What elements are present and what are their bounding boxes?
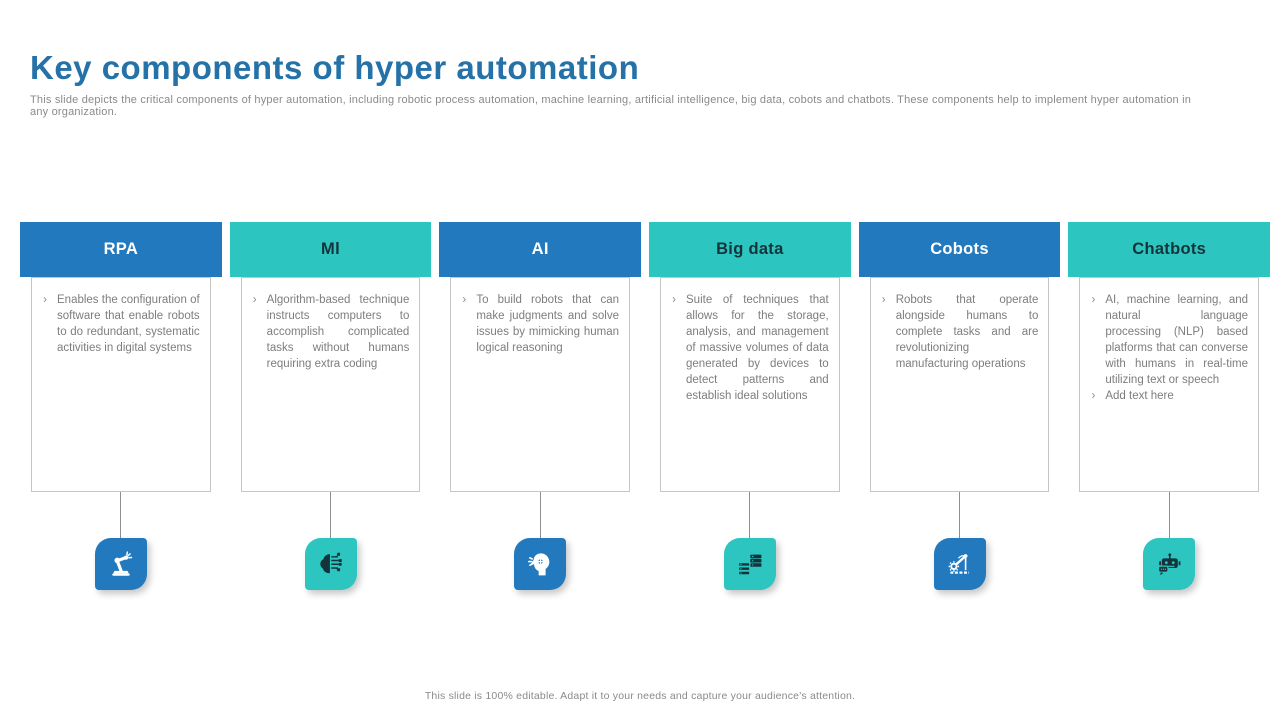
column-chatbots: Chatbots › AI, machine learning, and nat… xyxy=(1068,222,1271,590)
chevron-bullet-icon: › xyxy=(1091,390,1096,402)
connector-line xyxy=(539,492,541,538)
column-header-ai[interactable]: AI xyxy=(439,222,642,277)
page-title: Key components of hyper automation xyxy=(30,49,640,87)
chevron-bullet-icon: › xyxy=(672,294,676,306)
bullet-text: AI, machine learning, and natural langua… xyxy=(1105,294,1249,386)
icon-tile-cobots[interactable] xyxy=(933,538,986,590)
column-header-cobots[interactable]: Cobots xyxy=(858,222,1061,277)
chevron-bullet-icon: › xyxy=(881,294,886,306)
slide-description: This slide depicts the critical componen… xyxy=(30,94,1192,118)
bullet-item: › Enables the configuration of software … xyxy=(40,292,200,356)
connector-line xyxy=(749,492,751,538)
components-diagram: RPA › Enables the configuration of softw… xyxy=(20,222,1271,590)
column-body-rpa[interactable]: › Enables the configuration of software … xyxy=(31,277,211,492)
chevron-bullet-icon: › xyxy=(252,294,257,306)
chevron-bullet-icon: › xyxy=(462,294,467,306)
chatbot-icon xyxy=(1158,553,1181,576)
connector-line xyxy=(330,492,331,538)
column-body-big-data[interactable]: › Suite of techniques that allows for th… xyxy=(660,277,840,492)
connector-line xyxy=(959,492,961,538)
ai-head-icon xyxy=(528,553,550,576)
bullet-text: Algorithm-based technique instructs comp… xyxy=(266,294,410,370)
icon-tile-ml[interactable] xyxy=(304,538,357,590)
connector-line xyxy=(1168,492,1170,538)
bullet-item: › Algorithm-based technique instructs co… xyxy=(250,292,410,372)
column-header-ml[interactable]: Ml xyxy=(229,222,432,277)
chevron-bullet-icon: › xyxy=(43,294,47,306)
column-body-ml[interactable]: › Algorithm-based technique instructs co… xyxy=(240,277,421,492)
bullet-text: Robots that operate alongside humans to … xyxy=(895,294,1039,370)
icon-tile-rpa[interactable] xyxy=(94,538,147,590)
icon-tile-chatbots[interactable] xyxy=(1143,538,1196,590)
robotic-arm-icon xyxy=(112,551,133,576)
cobot-arm-icon xyxy=(948,554,969,574)
bullet-item: › Add text here xyxy=(1088,388,1248,404)
editable-note: This slide is 100% editable. Adapt it to… xyxy=(424,689,856,702)
column-rpa: RPA › Enables the configuration of softw… xyxy=(20,222,222,590)
machine-learning-brain-icon xyxy=(319,552,342,574)
column-header-rpa[interactable]: RPA xyxy=(20,222,222,277)
bullet-text: Enables the configuration of software th… xyxy=(57,294,200,354)
column-big-data: Big data › Suite of techniques that allo… xyxy=(649,222,851,590)
column-header-chatbots[interactable]: Chatbots xyxy=(1068,222,1271,277)
column-cobots: Cobots › Robots that operate alongside h… xyxy=(858,222,1061,590)
bullet-item: › To build robots that can make judgment… xyxy=(459,292,619,356)
bullet-item: › Suite of techniques that allows for th… xyxy=(669,292,829,404)
bullet-text-placeholder[interactable]: Add text here xyxy=(1105,390,1174,402)
column-body-ai[interactable]: › To build robots that can make judgment… xyxy=(450,277,631,492)
icon-tile-ai[interactable] xyxy=(514,538,567,590)
icon-tile-big-data[interactable] xyxy=(723,538,776,590)
column-body-cobots[interactable]: › Robots that operate alongside humans t… xyxy=(869,277,1050,492)
column-ml: Ml › Algorithm-based technique instructs… xyxy=(229,222,432,590)
column-header-big-data[interactable]: Big data xyxy=(649,222,851,277)
bullet-text: Suite of techniques that allows for the … xyxy=(686,294,829,402)
bullet-item: › AI, machine learning, and natural lang… xyxy=(1088,292,1248,388)
bullet-text: To build robots that can make judgments … xyxy=(476,294,620,354)
database-stack-icon xyxy=(737,554,762,576)
column-body-chatbots[interactable]: › AI, machine learning, and natural lang… xyxy=(1079,277,1260,492)
connector-line xyxy=(120,492,122,538)
bullet-item: › Robots that operate alongside humans t… xyxy=(879,292,1039,372)
column-ai: AI › To build robots that can make judgm… xyxy=(439,222,642,590)
chevron-bullet-icon: › xyxy=(1091,294,1096,306)
